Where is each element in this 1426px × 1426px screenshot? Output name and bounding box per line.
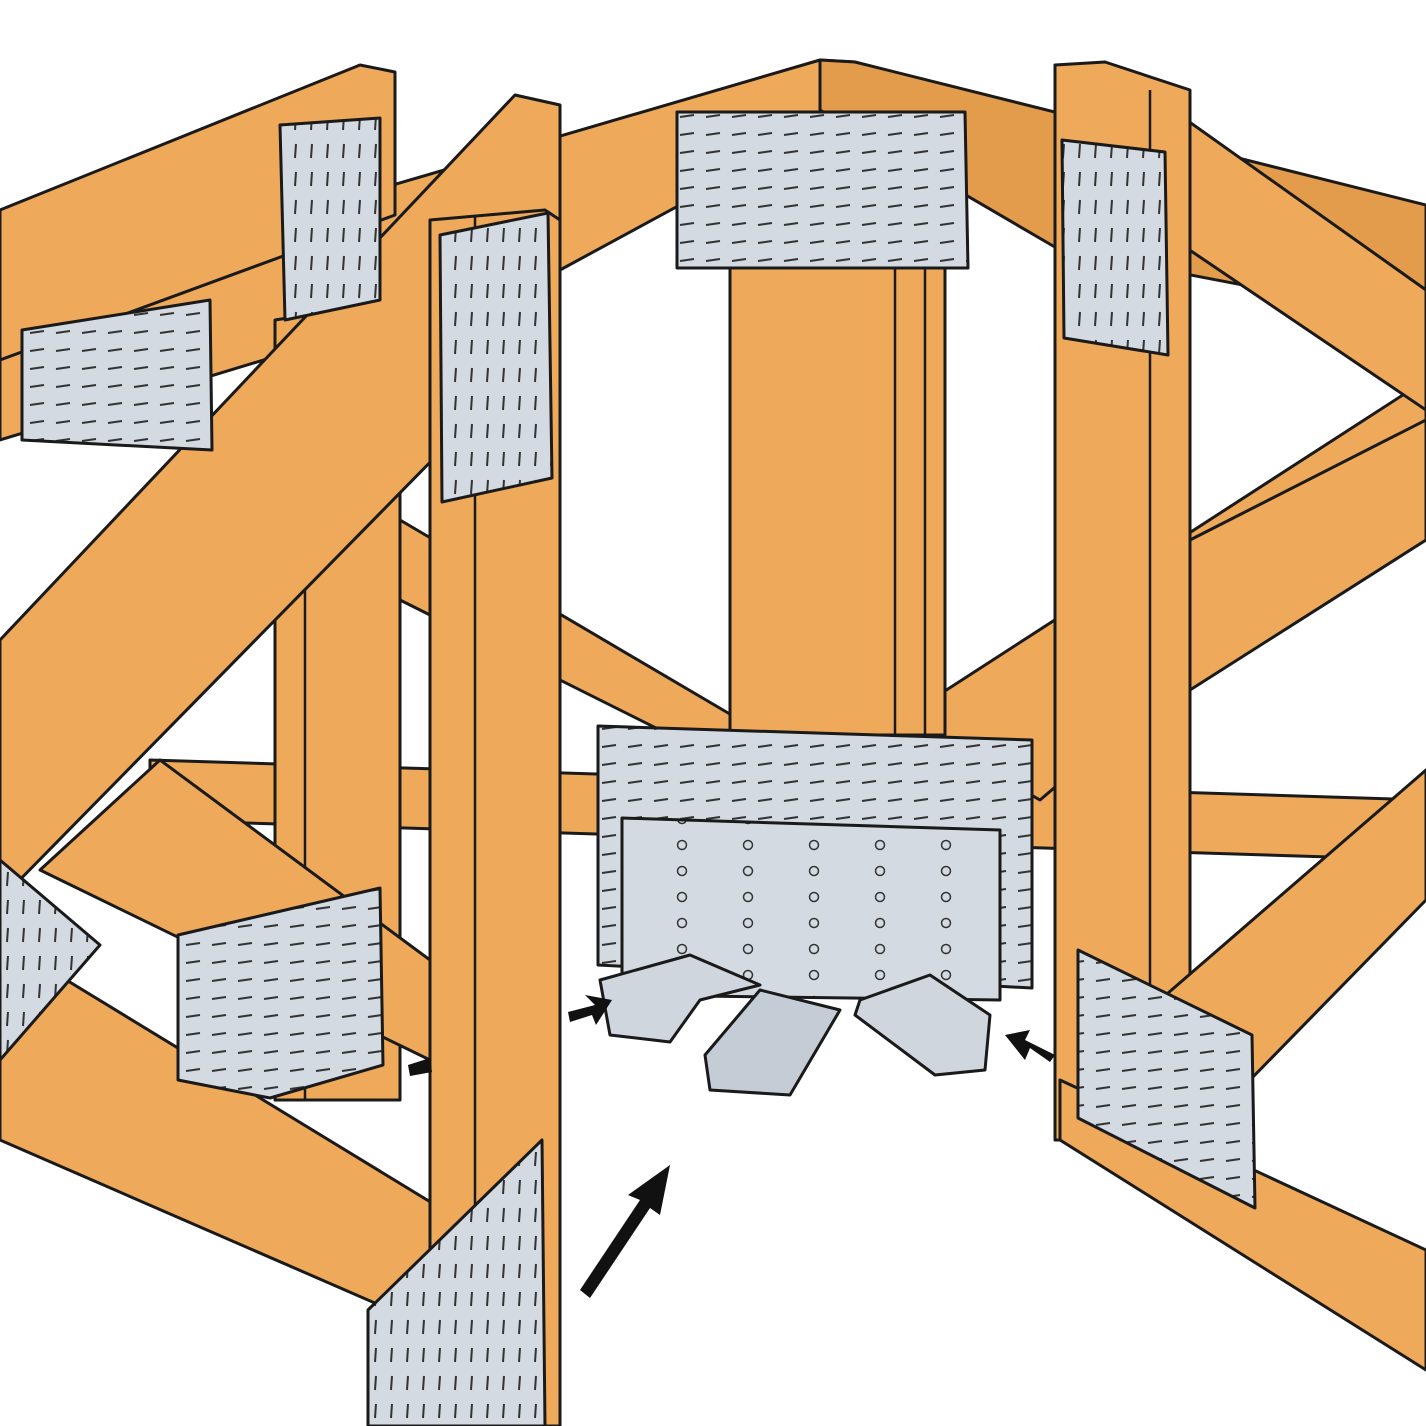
arrow-icon <box>568 995 612 1025</box>
hanger-plate <box>620 816 1002 1002</box>
nail-plate-top-center <box>675 110 970 270</box>
arrow-icon <box>408 1058 432 1076</box>
big-diagonal-beam <box>0 93 562 902</box>
arrow-icon <box>1005 1030 1055 1062</box>
nail-plate-front-post-top <box>438 211 554 504</box>
bracket-left-arm <box>598 953 762 1044</box>
bracket-right-arm <box>853 973 992 1077</box>
nail-plate-top-left <box>278 116 382 322</box>
nail-plates <box>0 110 1257 1426</box>
nail-plate-right-lower <box>1076 948 1257 1210</box>
left-front-post <box>428 208 562 1426</box>
center-post <box>728 260 947 737</box>
nail-plate-bottom-front <box>366 1138 547 1426</box>
nail-plate-left-edge <box>0 858 102 1062</box>
girder-bracket <box>598 953 992 1097</box>
arrows <box>408 995 1055 1298</box>
arrow-icon <box>580 1165 670 1298</box>
bracket-center-channel <box>703 988 842 1097</box>
nail-plate-right-post-top <box>1060 138 1170 357</box>
nail-plate-left-upper <box>20 298 214 452</box>
nail-plate-left-lower <box>176 886 385 1100</box>
